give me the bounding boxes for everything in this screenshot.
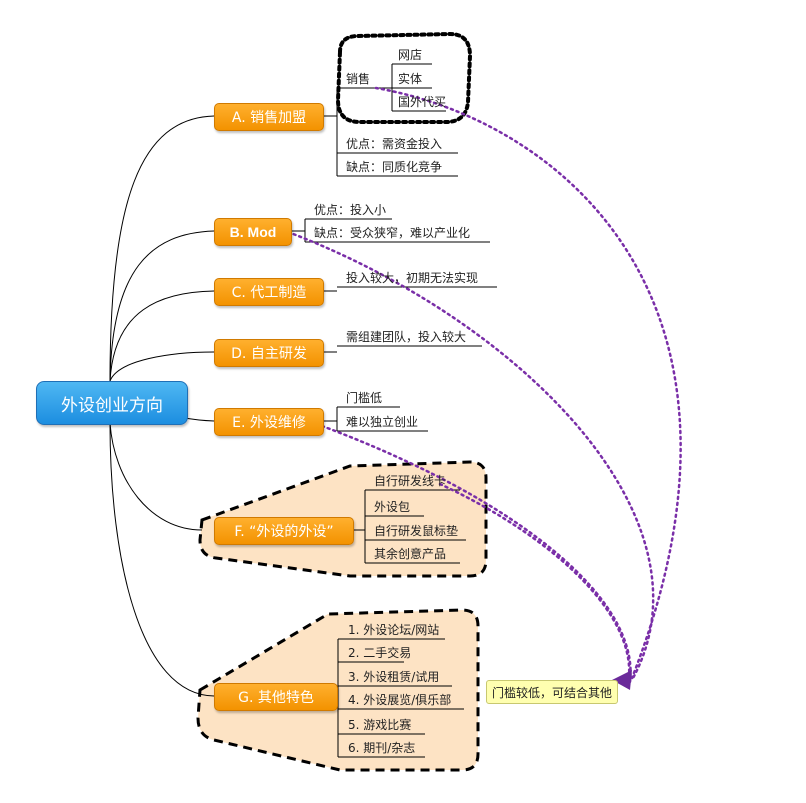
- branch-d[interactable]: D. 自主研发: [214, 339, 324, 367]
- leaf-d-1[interactable]: 需组建团队，投入较大: [346, 330, 467, 344]
- leaf-c-1[interactable]: 投入较大，初期无法实现: [346, 271, 479, 285]
- leaf-a-overseas[interactable]: 国外代买: [398, 95, 447, 109]
- leaf-a-online-store[interactable]: 网店: [398, 48, 423, 62]
- leaf-b-con[interactable]: 缺点：受众狭窄，难以产业化: [314, 226, 471, 240]
- leaf-b-pro[interactable]: 优点：投入小: [314, 203, 387, 217]
- branch-f[interactable]: F. “外设的外设”: [214, 517, 354, 545]
- leaf-f-1[interactable]: 自行研发线卡: [374, 474, 447, 488]
- callout-note[interactable]: 门槛较低，可结合其他: [486, 680, 618, 704]
- leaf-g-3[interactable]: 3. 外设租赁/试用: [348, 670, 440, 684]
- leaf-f-2[interactable]: 外设包: [374, 500, 411, 514]
- relationship-lines: [286, 86, 682, 686]
- branch-e[interactable]: E. 外设维修: [214, 408, 324, 436]
- branch-g[interactable]: G. 其他特色: [214, 683, 338, 711]
- relationship-arrowhead: [612, 670, 632, 690]
- leaf-a-physical-store[interactable]: 实体: [398, 72, 423, 86]
- branch-b[interactable]: B. Mod: [214, 218, 292, 246]
- boundary-selling: [335, 31, 473, 124]
- branch-c[interactable]: C. 代工制造: [214, 278, 324, 306]
- leaf-g-5[interactable]: 5. 游戏比赛: [348, 718, 412, 732]
- leaf-a-pro[interactable]: 优点：需资金投入: [346, 137, 443, 151]
- leaf-e-1[interactable]: 门槛低: [346, 391, 383, 405]
- leaf-f-3[interactable]: 自行研发鼠标垫: [374, 524, 459, 538]
- leaf-a-selling[interactable]: 销售: [346, 72, 371, 86]
- leaf-g-2[interactable]: 2. 二手交易: [348, 646, 412, 660]
- leaf-g-1[interactable]: 1. 外设论坛/网站: [348, 623, 440, 637]
- leaf-a-con[interactable]: 缺点：同质化竞争: [346, 160, 443, 174]
- branch-a[interactable]: A. 销售加盟: [214, 103, 324, 131]
- leaf-e-2[interactable]: 难以独立创业: [346, 415, 419, 429]
- leaf-g-6[interactable]: 6. 期刊/杂志: [348, 741, 416, 755]
- leaf-g-4[interactable]: 4. 外设展览/俱乐部: [348, 693, 452, 707]
- leaf-f-4[interactable]: 其余创意产品: [374, 547, 447, 561]
- root-topic[interactable]: 外设创业方向: [36, 381, 188, 425]
- leaf-connectors: [290, 63, 497, 758]
